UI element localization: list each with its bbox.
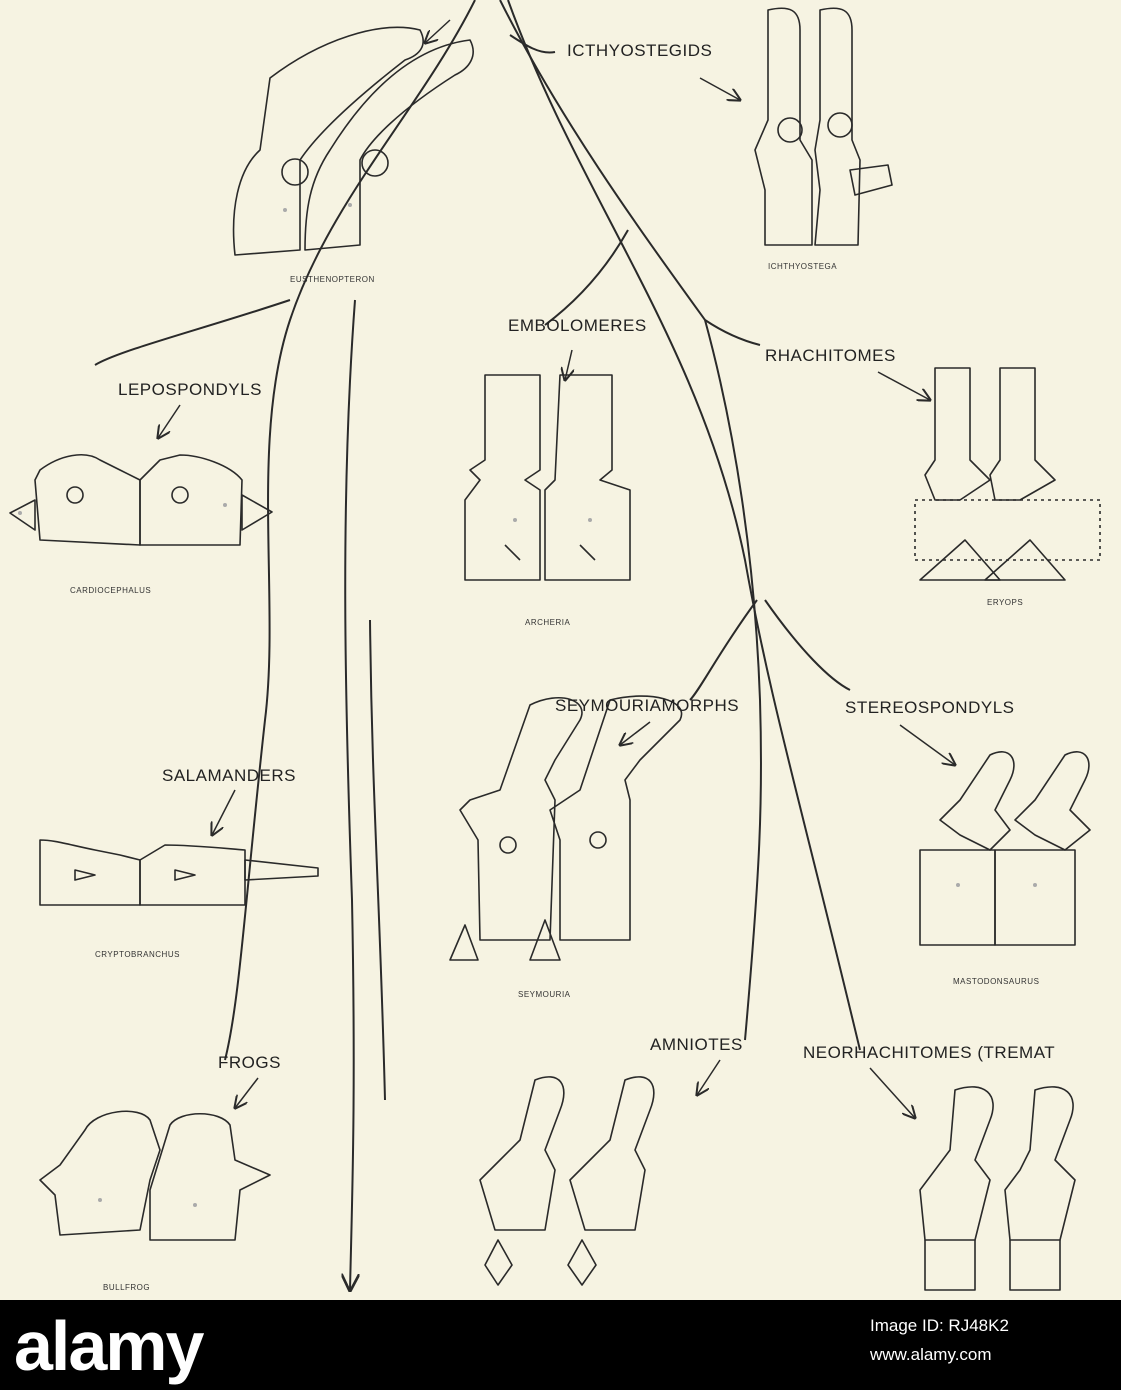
watermark-site: www.alamy.com [870,1345,992,1365]
cryptobranchus-drawing [40,840,318,905]
neorhachitomes-drawing [920,1087,1075,1290]
arrow-neorhachitomes [870,1068,915,1118]
label-rhachitomes: RHACHITOMES [765,346,896,366]
lineage-branches [95,0,860,1290]
label-frogs: FROGS [218,1053,281,1073]
watermark-logo: alamy [14,1306,202,1386]
eryops-drawing [915,368,1100,580]
branch-to-embolomeres [545,230,628,325]
caption-seymouria: SEYMOURIA [518,990,571,999]
branch-to-icthyostegids [510,35,555,53]
caption-ichthyostega: ICHTHYOSTEGA [768,262,837,271]
caption-mastodonsaurus: MASTODONSAURUS [953,977,1039,986]
arrow-rhachitomes [878,372,930,400]
branch-to-stereospondyls [765,600,850,690]
archeria-drawing [465,375,630,580]
caption-eusthenopteron: EUSTHENOPTERON [290,275,375,284]
arrow-stereospondyls [900,725,955,765]
branch-inner-left [370,620,385,1100]
ichthyostega-drawing [755,8,892,245]
label-amniotes: AMNIOTES [650,1035,743,1055]
seymouria-drawing [450,696,682,960]
bullfrog-drawing [40,1111,270,1240]
arrow-amniotes [697,1060,720,1095]
arrow-frogs [235,1078,258,1108]
label-neorhachitomes: NEORHACHITOMES (TREMAT [803,1043,1055,1063]
label-lepospondyls: LEPOSPONDYLS [118,380,262,400]
branch-to-lepospondyls [95,300,290,365]
label-icthyostegids: ICTHYOSTEGIDS [567,41,712,61]
caption-bullfrog: BULLFROG [103,1283,150,1292]
label-salamanders: SALAMANDERS [162,766,296,786]
mastodonsaurus-drawing [920,752,1090,945]
branch-right-inner [705,320,761,1040]
branch-to-seymouriamorphs [690,600,757,700]
arrow-icthyostegids [700,78,740,100]
amniote-drawing [480,1077,654,1285]
arrow-salamanders [212,790,235,835]
label-embolomeres: EMBOLOMERES [508,316,647,336]
branch-frogs-down [345,300,355,1290]
label-seymouriamorphs: SEYMOURIAMORPHS [555,696,739,716]
caption-archeria: ARCHERIA [525,618,570,627]
cardiocephalus-drawing [10,455,272,545]
branch-trunk-left [225,0,475,1060]
eusthenopteron-drawing [234,27,474,255]
arrow-eusthenopteron [425,20,450,43]
caption-eryops: ERYOPS [987,598,1023,607]
diagram-lines [0,0,1121,1300]
caption-cardiocephalus: CARDIOCEPHALUS [70,586,151,595]
branch-to-rhachitomes [705,320,760,345]
label-stereospondyls: STEREOSPONDYLS [845,698,1015,718]
arrow-lepospondyls [158,405,180,438]
caption-cryptobranchus: CRYPTOBRANCHUS [95,950,180,959]
phylogeny-diagram: ICTHYOSTEGIDS EMBOLOMERES RHACHITOMES LE… [0,0,1121,1300]
watermark-image-id: Image ID: RJ48K2 [870,1316,1009,1336]
arrow-seymouriamorphs [620,722,650,745]
